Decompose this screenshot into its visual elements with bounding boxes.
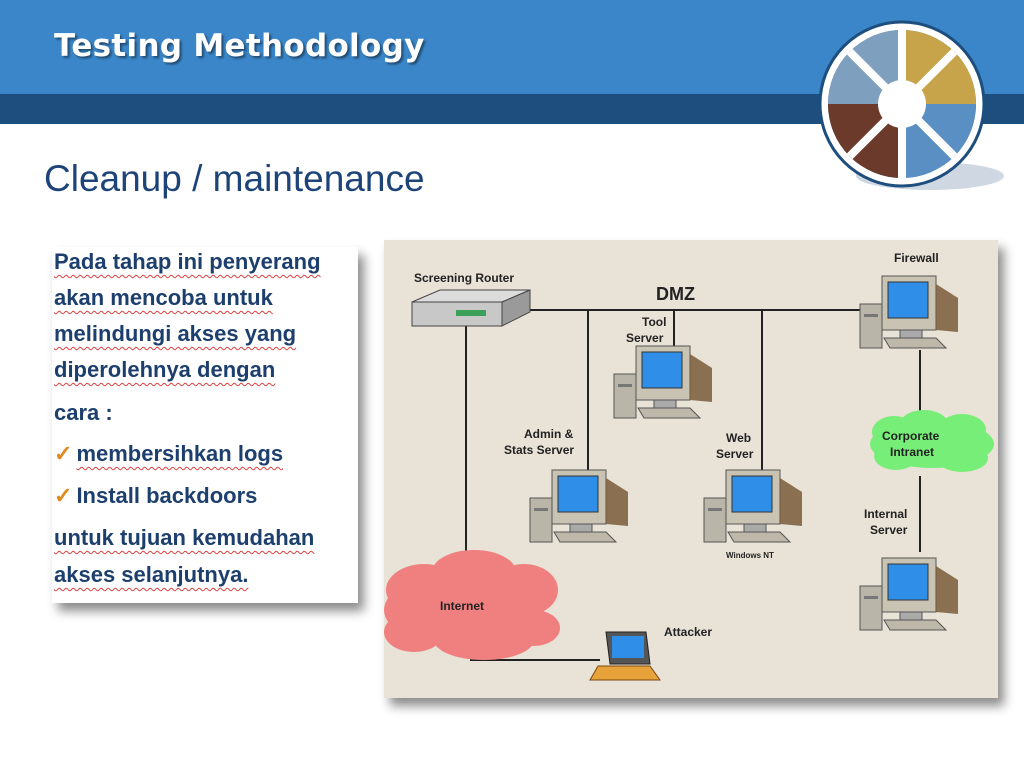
web-server-label-2: Server	[716, 447, 754, 461]
text-line: diperolehnya dengan	[54, 357, 276, 382]
admin-server-computer-icon	[529, 469, 629, 543]
screening-router-label: Screening Router	[414, 271, 514, 285]
corporate-intranet-label-1: Corporate	[882, 429, 940, 443]
text-box: Pada tahap ini penyerang akan mencoba un…	[52, 247, 358, 603]
admin-server-label-1: Admin &	[524, 427, 574, 441]
web-server-label-1: Web	[726, 431, 751, 445]
tool-server-computer-icon	[613, 345, 713, 419]
text-line: akses selanjutnya.	[54, 562, 249, 587]
tool-server-label-1: Tool	[642, 315, 666, 329]
network-diagram: Screening Router DMZ Firewall Tool Serve…	[384, 240, 998, 698]
text-line: melindungi akses yang	[54, 321, 297, 346]
slide-subtitle: Cleanup / maintenance	[44, 158, 425, 199]
dmz-label: DMZ	[656, 284, 695, 304]
web-server-computer-icon	[703, 469, 803, 543]
laptop-icon	[589, 631, 661, 681]
text-line: untuk tujuan kemudahan	[54, 525, 315, 550]
internet-label: Internet	[440, 599, 484, 613]
checkmark-icon: ✓	[54, 483, 73, 508]
tool-server-label-2: Server	[626, 331, 664, 345]
logo-icon	[818, 20, 1004, 190]
text-line: cara :	[54, 400, 113, 425]
windows-nt-label: Windows NT	[726, 551, 774, 560]
internal-server-label-1: Internal	[864, 507, 907, 521]
internal-server-label-2: Server	[870, 523, 908, 537]
slide-title: Testing Methodology	[54, 28, 425, 64]
checkmark-icon: ✓	[54, 441, 73, 466]
text-line: Pada tahap ini penyerang	[54, 249, 321, 274]
bullet-text: Install backdoors	[76, 483, 258, 508]
bullet-text: membersihkan logs	[76, 441, 284, 466]
admin-server-label-2: Stats Server	[504, 443, 574, 457]
bullet-item: ✓Install backdoors	[54, 483, 257, 509]
internal-server-computer-icon	[859, 557, 959, 631]
internet-cloud-icon	[384, 550, 560, 660]
firewall-label: Firewall	[894, 251, 939, 265]
corporate-intranet-label-2: Intranet	[890, 445, 934, 459]
network-diagram-svg: Screening Router DMZ Firewall Tool Serve…	[384, 251, 994, 681]
text-line: akan mencoba untuk	[54, 285, 273, 310]
attacker-label: Attacker	[664, 625, 712, 639]
intranet-cloud-icon	[870, 410, 994, 472]
router-icon	[411, 289, 531, 327]
bullet-item: ✓membersihkan logs	[54, 441, 283, 467]
firewall-computer-icon	[859, 275, 959, 349]
